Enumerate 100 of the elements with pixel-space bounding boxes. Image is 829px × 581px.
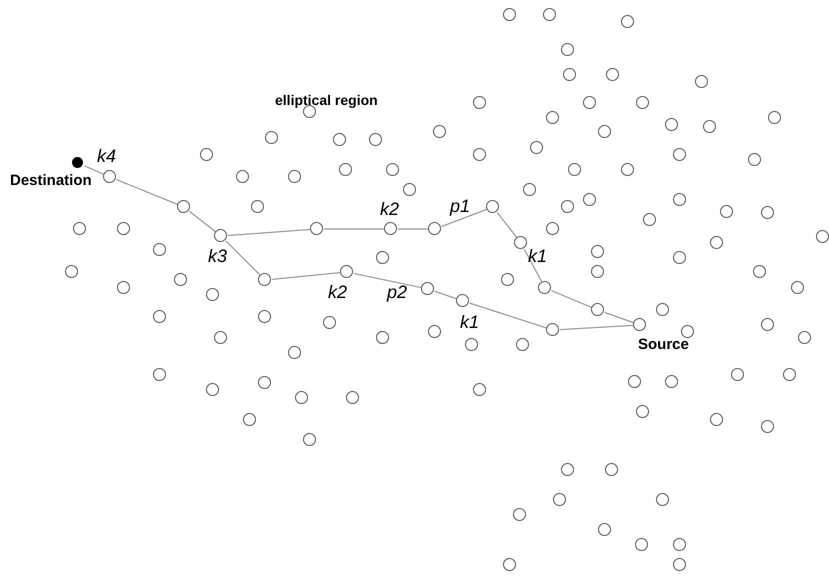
path-line: [116, 179, 178, 205]
path-line: [227, 229, 311, 236]
sensor-node: [310, 222, 323, 235]
sensor-node: [473, 148, 486, 161]
sensor-node: [553, 493, 566, 506]
sensor-node: [421, 282, 434, 295]
sensor-node: [538, 281, 551, 294]
sensor-node: [288, 346, 301, 359]
sensor-node: [753, 265, 766, 278]
sensor-node: [117, 281, 130, 294]
sensor-node: [177, 200, 190, 213]
sensor-node: [333, 133, 346, 146]
sensor-node: [265, 131, 278, 144]
sensor-node: [153, 243, 166, 256]
path-line: [324, 228, 384, 230]
sensor-node: [295, 391, 308, 404]
path-line: [604, 312, 634, 324]
sensor-node: [748, 153, 761, 166]
sensor-node: [428, 325, 441, 338]
sensor-node: [656, 303, 669, 316]
sensor-node: [303, 433, 316, 446]
path-line: [225, 240, 261, 276]
sensor-node: [523, 183, 536, 196]
sensor-node: [473, 96, 486, 109]
sensor-node: [665, 118, 678, 131]
sensor-node: [621, 15, 634, 28]
path-label: p2: [387, 282, 408, 303]
sensor-node: [153, 310, 166, 323]
sensor-node: [798, 331, 811, 344]
path-line: [84, 165, 104, 175]
sensor-node: [206, 383, 219, 396]
sensor-node: [673, 148, 686, 161]
sensor-node: [563, 68, 576, 81]
sensor-node: [633, 318, 646, 331]
sensor-node: [665, 375, 678, 388]
path-line: [434, 290, 457, 300]
path-label: k4: [97, 146, 116, 167]
sensor-node: [636, 405, 649, 418]
sensor-node: [323, 316, 336, 329]
sensor-node: [761, 206, 774, 219]
sensor-node: [258, 376, 271, 389]
sensor-node: [433, 125, 446, 138]
sensor-node: [384, 222, 397, 235]
sensor-node: [428, 222, 441, 235]
sensor-node: [621, 163, 634, 176]
sensor-node: [656, 493, 669, 506]
sensor-node: [503, 558, 516, 571]
sensor-node: [583, 193, 596, 206]
sensor-node: [456, 294, 469, 307]
sensor-node: [214, 229, 227, 242]
sensor-node: [546, 323, 559, 336]
sensor-node: [598, 523, 611, 536]
path-line: [469, 302, 547, 328]
sensor-node: [214, 331, 227, 344]
sensor-node: [591, 303, 604, 316]
path-line: [441, 208, 487, 228]
sensor-node: [258, 310, 271, 323]
path-label: k2: [380, 199, 400, 220]
sensor-node: [720, 205, 733, 218]
path-label: k3: [208, 246, 228, 267]
destination-dot: [72, 157, 83, 168]
sensor-node: [543, 8, 556, 21]
sensor-node: [561, 463, 574, 476]
sensor-node: [673, 558, 686, 571]
sensor-node: [791, 281, 804, 294]
sensor-node: [681, 325, 694, 338]
sensor-node: [598, 125, 611, 138]
path-label: k1: [528, 246, 548, 267]
sensor-node: [761, 420, 774, 433]
sensor-node: [513, 508, 526, 521]
sensor-node: [486, 200, 499, 213]
sensor-node: [503, 8, 516, 21]
sensor-node: [561, 200, 574, 213]
region-label: elliptical region: [275, 92, 378, 108]
sensor-node: [731, 368, 744, 381]
sensor-node: [206, 288, 219, 301]
sensor-node: [546, 222, 559, 235]
sensor-node: [605, 463, 618, 476]
sensor-node: [473, 383, 486, 396]
path-line: [560, 324, 634, 330]
node-label: Source: [638, 336, 689, 353]
path-line: [353, 272, 422, 288]
sensor-node: [768, 111, 781, 124]
sensor-node: [200, 148, 213, 161]
sensor-node: [174, 273, 187, 286]
sensor-node: [251, 200, 264, 213]
sensor-node: [514, 236, 527, 249]
sensor-node: [816, 230, 829, 243]
sensor-node: [376, 331, 389, 344]
sensor-node: [606, 68, 619, 81]
path-line: [398, 228, 428, 230]
path-label: p1: [450, 196, 470, 217]
sensor-node: [673, 251, 686, 264]
sensor-node: [673, 193, 686, 206]
sensor-node: [591, 265, 604, 278]
path-line: [189, 210, 216, 232]
sensor-node: [243, 413, 256, 426]
sensor-node: [288, 170, 301, 183]
sensor-node: [73, 222, 86, 235]
sensor-node: [635, 538, 648, 551]
